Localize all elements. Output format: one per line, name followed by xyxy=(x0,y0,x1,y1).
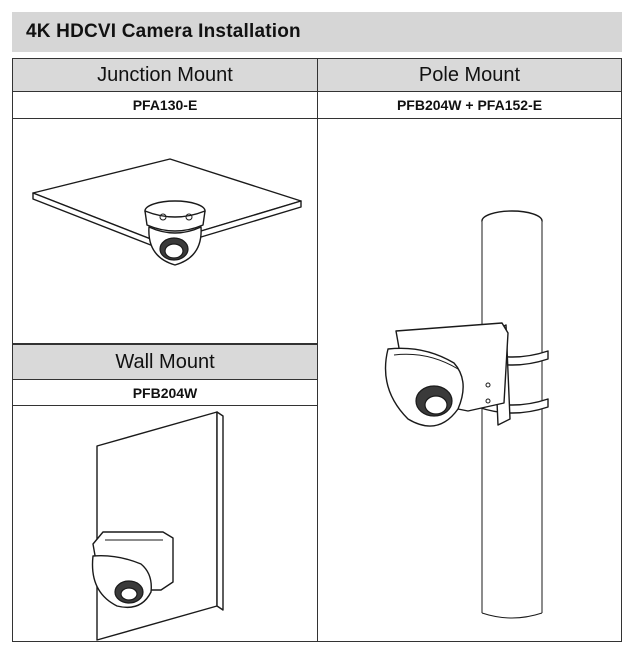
pole-mount-header: Pole Mount xyxy=(317,58,622,92)
wall-mount-illustration xyxy=(12,405,318,642)
wall-mount-heading: Wall Mount xyxy=(115,350,215,373)
junction-mount-model: PFA130-E xyxy=(132,97,198,113)
page-title-bar: 4K HDCVI Camera Installation xyxy=(12,12,622,52)
pole-mount-model-row: PFB204W + PFA152-E xyxy=(317,91,622,119)
junction-mount-camera-drawing xyxy=(32,158,302,266)
wall-mount-camera-drawing xyxy=(91,411,224,641)
pole-mount-camera-drawing xyxy=(384,210,549,619)
junction-mount-illustration xyxy=(12,118,318,344)
pole-mount-heading: Pole Mount xyxy=(418,63,521,86)
installation-table: Junction Mount PFA130-E Wall Mount PFB20… xyxy=(12,58,622,642)
page-title: 4K HDCVI Camera Installation xyxy=(26,21,301,42)
wall-mount-model: PFB204W xyxy=(132,384,198,401)
junction-mount-heading: Junction Mount xyxy=(97,63,233,86)
junction-mount-model-row: PFA130-E xyxy=(12,91,318,119)
wall-mount-header: Wall Mount xyxy=(12,344,318,380)
pole-mount-model: PFB204W + PFA152-E xyxy=(396,97,543,113)
junction-mount-header: Junction Mount xyxy=(12,58,318,92)
wall-mount-model-row: PFB204W xyxy=(12,379,318,406)
pole-mount-illustration xyxy=(317,118,622,642)
